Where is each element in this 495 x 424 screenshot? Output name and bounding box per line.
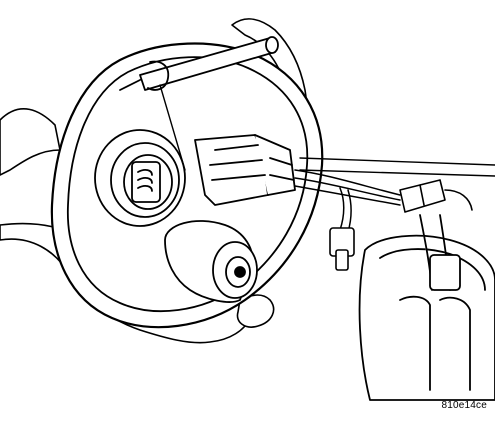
inline-connector — [400, 180, 472, 212]
wiring-connector — [195, 135, 295, 205]
pump-housing — [360, 215, 495, 400]
figure-id-label: 810e14ce — [441, 400, 487, 411]
connector-socket — [95, 130, 185, 226]
fuel-level-cylinder — [165, 221, 257, 302]
harness-plug — [330, 228, 354, 270]
wiring-harness — [295, 170, 400, 232]
fuel-tube — [120, 37, 278, 90]
tank-frame — [300, 158, 495, 176]
